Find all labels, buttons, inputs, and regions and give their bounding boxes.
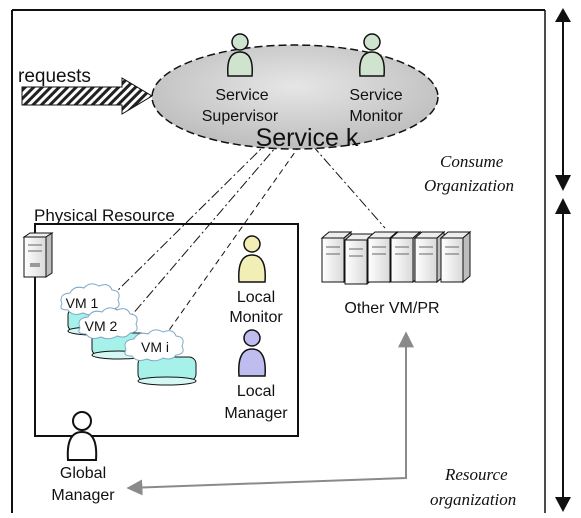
service-links bbox=[109, 139, 386, 344]
resource-extent-arrow bbox=[555, 198, 571, 512]
local-manager-label-1: Local bbox=[237, 383, 275, 400]
local-manager-label-2: Manager bbox=[224, 405, 288, 422]
resource-org-label-2: organization bbox=[430, 490, 516, 509]
service-k-title: Service k bbox=[256, 124, 359, 152]
physical-resource-label: Physical Resource bbox=[34, 206, 175, 225]
global-manager-person-icon bbox=[66, 411, 98, 461]
service-supervisor-label-1: Service bbox=[215, 87, 268, 104]
vm-2-label: VM 2 bbox=[85, 318, 118, 334]
vm-1-label: VM 1 bbox=[66, 295, 99, 311]
local-monitor-label-2: Monitor bbox=[229, 309, 283, 326]
service-supervisor-label-2: Supervisor bbox=[202, 108, 279, 125]
local-monitor-label-1: Local bbox=[237, 289, 275, 306]
vm-i-label: VM i bbox=[141, 339, 169, 355]
local-manager-person-icon bbox=[238, 329, 266, 377]
service-monitor-label-1: Service bbox=[349, 87, 402, 104]
global-manager-label-1: Global bbox=[60, 465, 106, 482]
requests-arrow bbox=[21, 77, 153, 115]
service-monitor-label-2: Monitor bbox=[349, 108, 403, 125]
service-monitor-person-icon bbox=[359, 33, 385, 77]
global-to-other-arrow bbox=[126, 331, 414, 496]
resource-org-label-1: Resource bbox=[444, 465, 508, 484]
global-manager-label-2: Manager bbox=[51, 487, 115, 504]
server-icon bbox=[22, 232, 54, 278]
local-monitor-person-icon bbox=[238, 235, 266, 283]
other-vm-pr-servers bbox=[320, 230, 472, 286]
consume-org-label-1: Consume bbox=[440, 152, 504, 171]
outer-frame bbox=[11, 9, 546, 513]
other-vm-pr-label: Other VM/PR bbox=[344, 300, 439, 317]
consume-extent-arrow bbox=[555, 8, 571, 191]
service-supervisor-person-icon bbox=[227, 33, 253, 77]
consume-org-label-2: Organization bbox=[424, 176, 514, 195]
requests-label: requests bbox=[18, 66, 91, 87]
